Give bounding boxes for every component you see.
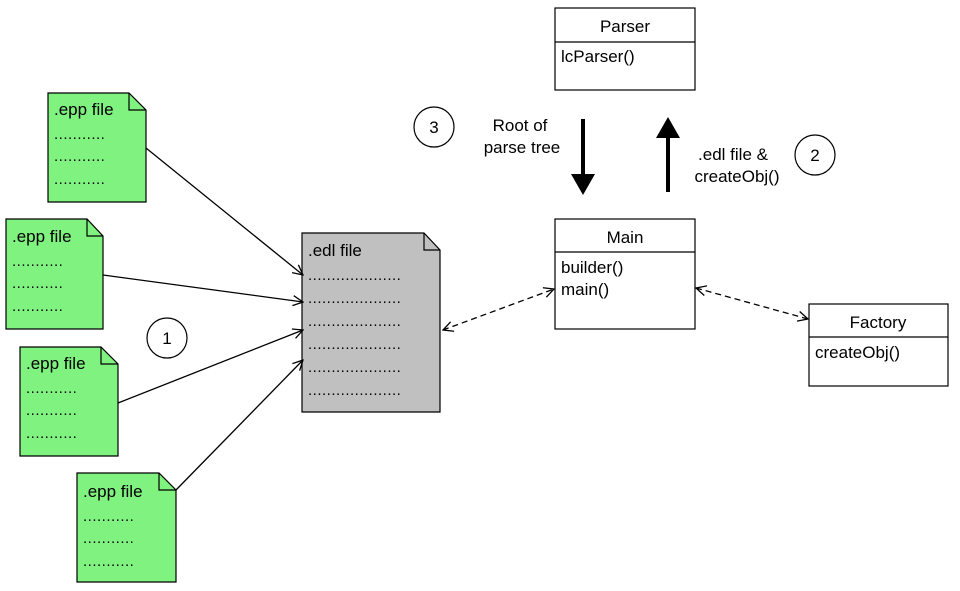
epp-file-1-line-1: ........... [54, 126, 105, 143]
edl-main-dashed-link [443, 289, 554, 330]
factory-class: Factory createObj() [808, 303, 949, 387]
epp-file-2-fold [86, 219, 103, 237]
factory-class-box [808, 303, 949, 387]
parser-class: Parser lcParser() [554, 7, 696, 91]
epp-file-4-line-3: ........... [83, 553, 134, 570]
epp-file-3-line-1: ........... [26, 380, 77, 397]
epp-file-4-shape [76, 472, 177, 583]
epp-file-3-line-3: ........... [26, 425, 77, 442]
parser-method-lcparser: lcParser() [561, 47, 635, 66]
down-arrow-root-of-parse-tree [571, 119, 595, 195]
main-factory-dashed-link [696, 288, 808, 319]
edl-file-shape [301, 232, 441, 413]
step-1-marker: 1 [146, 317, 188, 359]
epp-file-1-line-3: ........... [54, 171, 105, 188]
edl-file-line-6: .................... [308, 382, 401, 399]
epp-file-4-title: .epp file [83, 482, 143, 501]
edl-file-line-3: .................... [308, 313, 401, 330]
epp-file-2-line-2: ........... [12, 275, 63, 292]
epp-file-4-line-2: ........... [83, 530, 134, 547]
main-method-builder: builder() [561, 258, 623, 277]
down-arrow-label-line-2: parse tree [484, 138, 561, 157]
step-2-number: 2 [810, 146, 819, 165]
epp-file-1-shape [47, 92, 147, 203]
parser-class-name: Parser [600, 17, 650, 36]
factory-class-name: Factory [850, 313, 907, 332]
step-1-number: 1 [162, 329, 171, 348]
edl-file-line-1: .................... [308, 267, 401, 284]
up-arrow-edl-createobj [656, 117, 680, 192]
step-1-circle [146, 317, 188, 359]
up-arrow-label-line-1: .edl file & [698, 145, 769, 164]
step-3-number: 3 [429, 118, 438, 137]
epp-file-1-fold [128, 93, 146, 111]
epp-file-4-line-1: ........... [83, 508, 134, 525]
edl-file-line-2: .................... [308, 290, 401, 307]
epp-file-4: .epp file ........... ........... ......… [76, 472, 177, 583]
up-arrow-head [656, 117, 680, 138]
edl-file-line-5: .................... [308, 359, 401, 376]
down-arrow-head [571, 174, 595, 195]
epp-file-2-line-1: ........... [12, 253, 63, 270]
up-arrow-label-line-2: createObj() [694, 167, 779, 186]
epp-file-3-title: .epp file [26, 354, 86, 373]
factory-method-createobj: createObj() [815, 343, 900, 362]
epp-file-1: .epp file ........... ........... ......… [47, 92, 147, 203]
epp-4-to-edl-arrow [175, 360, 303, 491]
step-2-circle [794, 134, 836, 176]
epp-1-to-edl-arrow [145, 147, 303, 275]
epp-file-4-fold [158, 473, 176, 491]
epp-file-1-line-2: ........... [54, 148, 105, 165]
epp-file-2: .epp file ........... ........... ......… [5, 218, 104, 330]
epp-file-2-title: .epp file [12, 227, 72, 246]
epp-file-3-shape [19, 346, 119, 457]
epp-2-to-edl-arrow [102, 274, 303, 302]
epp-file-2-line-3: ........... [12, 298, 63, 315]
step-3-marker: 3 [413, 106, 455, 148]
down-arrow-label-line-1: Root of [493, 116, 548, 135]
main-method-main: main() [561, 280, 609, 299]
edl-file-line-4: .................... [308, 336, 401, 353]
epp-file-2-shape [5, 218, 104, 330]
main-class: Main builder() main() [554, 218, 696, 330]
parser-class-box [554, 7, 696, 91]
main-class-box [554, 218, 696, 330]
epp-to-edl-connectors [102, 147, 303, 491]
edl-file: .edl file .................... .........… [301, 232, 441, 413]
epp-file-3-line-2: ........... [26, 402, 77, 419]
epp-file-1-title: .epp file [54, 100, 114, 119]
epp-file-3: .epp file ........... ........... ......… [19, 346, 119, 457]
edl-file-fold [423, 233, 440, 251]
edl-file-title: .edl file [308, 241, 362, 260]
step-3-circle [413, 106, 455, 148]
main-class-name: Main [607, 228, 644, 247]
step-2-marker: 2 [794, 134, 836, 176]
epp-file-3-fold [100, 347, 118, 365]
epp-3-to-edl-arrow [117, 330, 303, 404]
